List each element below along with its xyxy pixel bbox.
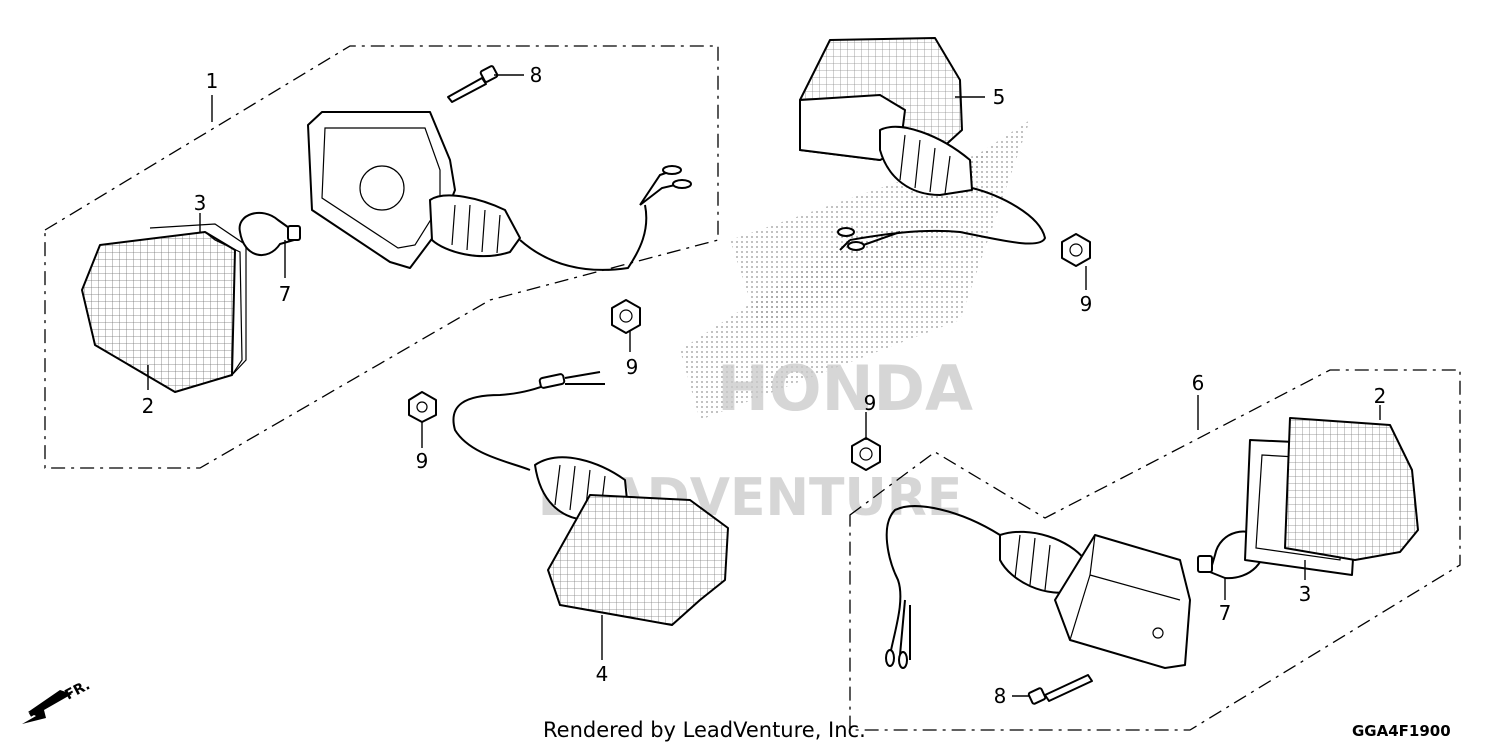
leader-lines: [147, 74, 1381, 697]
callout-9-right: 9: [1080, 292, 1093, 316]
callout-6: 6: [1192, 371, 1205, 395]
render-credit: Rendered by LeadVenture, Inc.: [543, 718, 866, 742]
callout-2-right: 2: [1374, 384, 1387, 408]
nut-right: [1061, 233, 1091, 267]
callout-1: 1: [206, 69, 219, 93]
housing-lower-right: [885, 505, 1191, 669]
turn-signal-assy-5: [799, 37, 1047, 251]
callout-5: 5: [993, 85, 1006, 109]
kit-outline-6: [849, 369, 1461, 731]
screw-top: [447, 65, 499, 103]
callout-9-lower-left: 9: [416, 449, 429, 473]
lens-right: [1284, 417, 1419, 561]
callout-8-top: 8: [530, 63, 543, 87]
callout-2-left: 2: [142, 394, 155, 418]
callout-3-right: 3: [1299, 582, 1312, 606]
bulb-left: [238, 211, 301, 256]
front-label: FR.: [62, 677, 92, 703]
callout-8-bottom: 8: [994, 684, 1007, 708]
callout-3-left: 3: [194, 191, 207, 215]
callout-4: 4: [596, 662, 609, 686]
callout-9-center-lower: 9: [864, 391, 877, 415]
front-direction-arrow-icon: [22, 690, 72, 724]
callout-9-upper-center: 9: [626, 355, 639, 379]
diagram-code: GGA4F1900: [1352, 722, 1451, 740]
nut-upper-center: [611, 299, 641, 334]
honda-watermark-text: HONDA: [717, 352, 973, 425]
callout-7-left: 7: [279, 282, 292, 306]
housing-upper-left: [307, 111, 692, 271]
nut-lower-left: [408, 391, 437, 423]
lens-left: [81, 231, 243, 393]
callout-7-right: 7: [1219, 601, 1232, 625]
turn-signal-assy-4: [452, 371, 729, 626]
nut-center-lower: [851, 437, 881, 471]
screw-bottom: [1027, 674, 1093, 705]
